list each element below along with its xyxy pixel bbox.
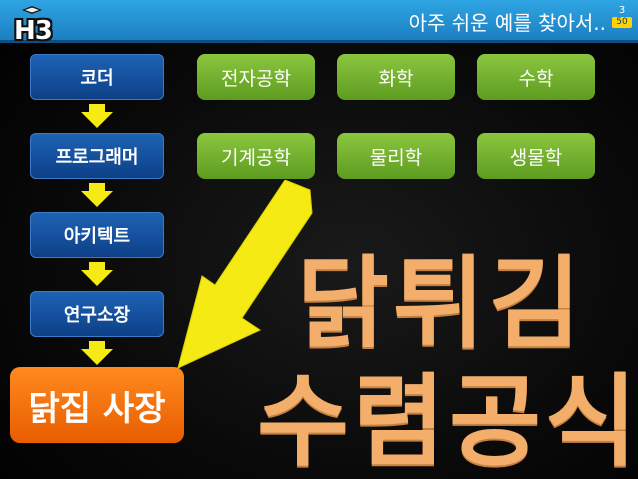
- career-node-coder: 코더: [30, 54, 164, 100]
- header-bar: [0, 0, 638, 40]
- field-mechanical: 기계공학: [197, 133, 315, 179]
- field-electronics: 전자공학: [197, 54, 315, 100]
- graduation-cap-icon: [22, 6, 42, 14]
- down-arrow-icon: [81, 183, 113, 207]
- career-node-chicken-shop-owner: 닭집 사장: [10, 367, 184, 443]
- diagonal-arrow-icon: [177, 180, 313, 369]
- logo-text: H3: [14, 16, 53, 46]
- career-node-programmer: 프로그래머: [30, 133, 164, 179]
- career-node-architect: 아키텍트: [30, 212, 164, 258]
- down-arrow-icon: [81, 104, 113, 128]
- career-node-lab-director: 연구소장: [30, 291, 164, 337]
- h3-logo: H3: [10, 6, 74, 48]
- field-chemistry: 화학: [337, 54, 455, 100]
- field-biology: 생물학: [477, 133, 595, 179]
- page-number: 3 50: [612, 5, 632, 28]
- headline-formula: 수렴공식: [257, 363, 638, 479]
- field-physics: 물리학: [337, 133, 455, 179]
- down-arrow-icon: [81, 262, 113, 286]
- down-arrow-icon: [81, 341, 113, 365]
- page-current: 3: [618, 5, 626, 16]
- field-math: 수학: [477, 54, 595, 100]
- headline-chicken: 닭튀김: [297, 245, 585, 362]
- slide-title: 아주 쉬운 예를 찾아서..: [408, 11, 606, 35]
- header-divider: [0, 40, 638, 43]
- page-total: 50: [612, 17, 632, 28]
